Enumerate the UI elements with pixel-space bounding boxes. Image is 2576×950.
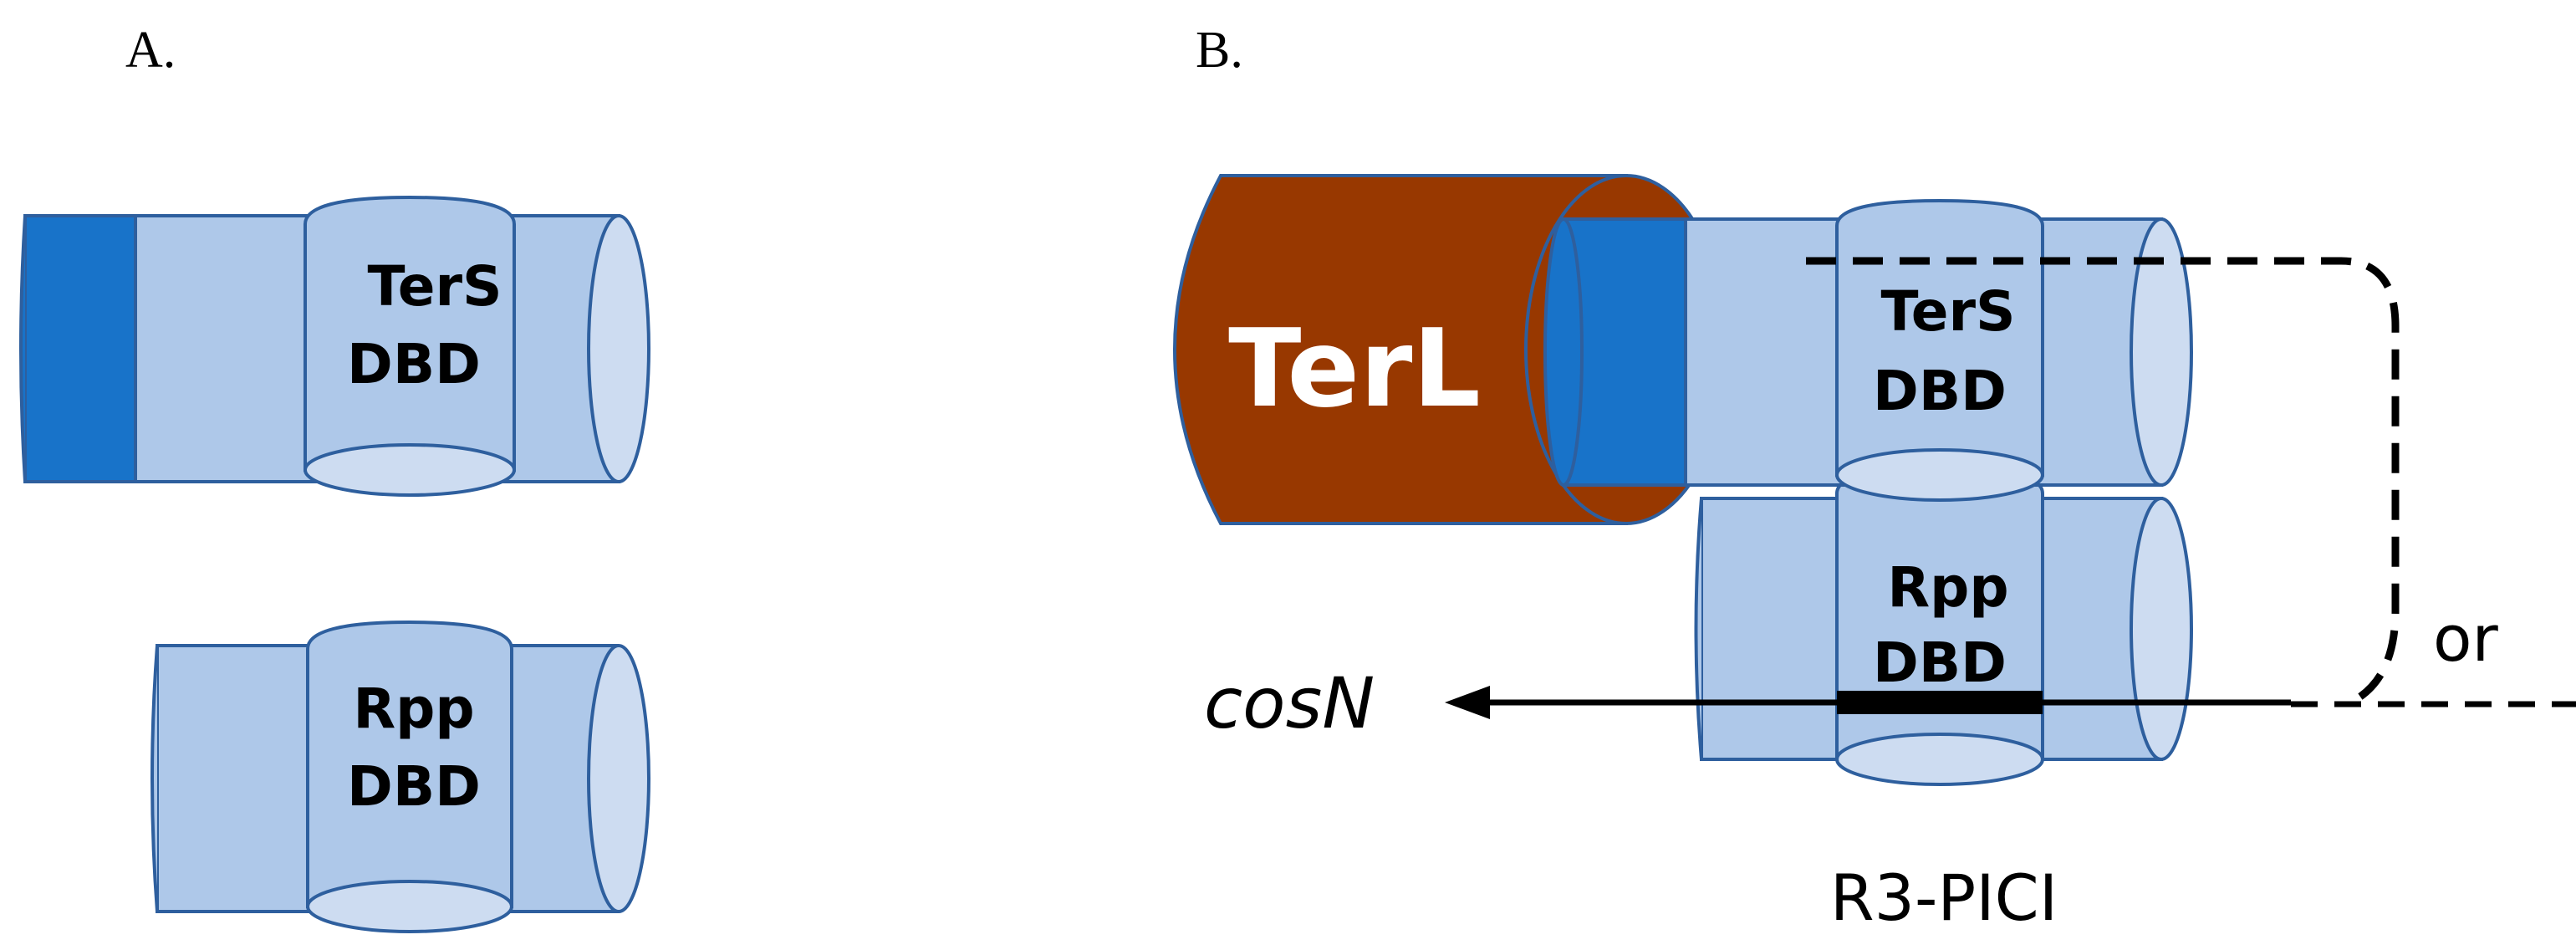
panel-a-rpp-label-1: Rpp bbox=[353, 677, 474, 741]
or-label: or bbox=[2433, 601, 2498, 676]
panel-a-label: A. bbox=[125, 22, 176, 79]
b-rpp-end-cap bbox=[2130, 497, 2193, 761]
b-ters-collar bbox=[1835, 198, 2044, 477]
ters-collar-bottom bbox=[304, 443, 516, 497]
panel-b-ters-dbd-cylinder bbox=[1543, 198, 2193, 502]
panel-a-ters-dbd-cylinder bbox=[19, 195, 650, 497]
rpp-collar bbox=[306, 620, 513, 908]
ters-collar bbox=[304, 195, 516, 472]
panel-a-ters-label-2: DBD bbox=[347, 332, 481, 396]
panel-b-rpp-label-1: Rpp bbox=[1887, 555, 2008, 620]
panel-b-ters-label-2: DBD bbox=[1873, 359, 2007, 423]
panel-b-rpp-label-2: DBD bbox=[1873, 631, 2007, 695]
ters-end-cap bbox=[587, 214, 650, 483]
b-ters-dark-band bbox=[1562, 217, 1687, 487]
panel-b-ters-label-1: TerS bbox=[1880, 279, 2015, 344]
cosn-arrowhead bbox=[1445, 686, 1490, 719]
panel-a-rpp-label-2: DBD bbox=[347, 754, 481, 819]
terl-body bbox=[1173, 174, 1628, 525]
rpp-end-cap bbox=[587, 644, 650, 913]
r3-pici-caption: R3-PICI bbox=[1830, 861, 2058, 935]
b-ters-dark-band-end bbox=[1543, 217, 1584, 487]
b-ters-end-cap bbox=[2130, 217, 2193, 487]
b-ters-collar-bottom bbox=[1835, 448, 2044, 502]
b-rpp-collar-bottom bbox=[1835, 733, 2044, 786]
dna-binding-site bbox=[1837, 691, 2043, 714]
ters-dark-band bbox=[23, 214, 137, 483]
panel-a-ters-label-1: TerS bbox=[367, 254, 502, 319]
rpp-collar-bottom bbox=[306, 880, 513, 933]
dashed-alternative-path bbox=[1806, 257, 2400, 704]
panel-b-label: B. bbox=[1196, 22, 1243, 79]
panel-b-rpp-dbd-cylinder bbox=[1694, 466, 2193, 786]
panel-a-rpp-dbd-cylinder bbox=[150, 620, 650, 933]
panel-b-terl-label: TerL bbox=[1228, 307, 1481, 432]
cosn-label: cosN bbox=[1204, 662, 1375, 744]
